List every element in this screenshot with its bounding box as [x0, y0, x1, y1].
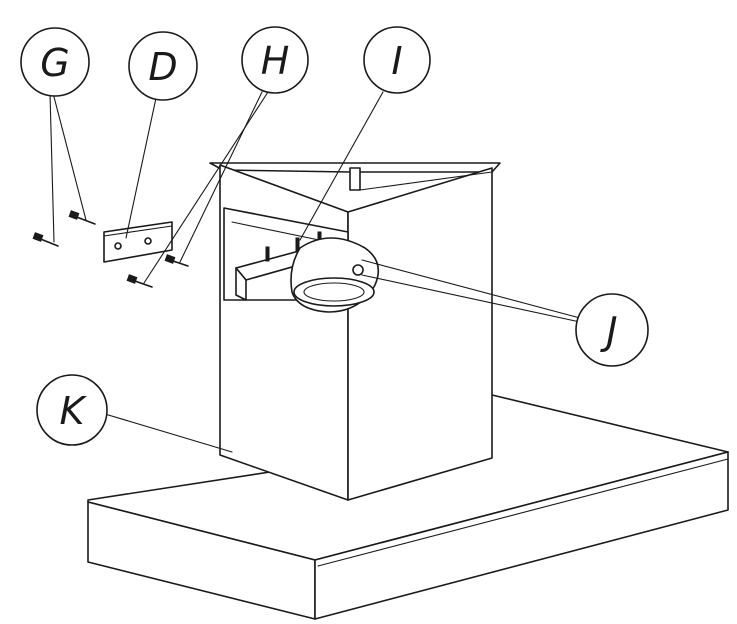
- bracket-d-hole-2: [144, 237, 152, 245]
- screw-g-2: [68, 210, 96, 225]
- canopy-side: [314, 451, 729, 620]
- callout-j: J: [575, 293, 649, 367]
- callout-d-label: D: [148, 45, 177, 89]
- leader-h-1: [179, 91, 263, 263]
- collar-screw-hole: [352, 264, 364, 276]
- callout-k-label: K: [60, 389, 88, 433]
- leader-g-2: [52, 92, 87, 221]
- wall-bracket-d: [103, 221, 173, 263]
- bracket-d-edge: [103, 225, 173, 237]
- callout-g-label: G: [40, 41, 69, 85]
- canopy-edge-line: [317, 458, 729, 567]
- chimney-cover: [209, 162, 501, 501]
- duct-bracket: [235, 231, 380, 313]
- leader-g-1: [49, 92, 55, 243]
- duct-collar-inner: [303, 282, 365, 302]
- plate-tab: [349, 167, 361, 191]
- screw-h-2: [126, 274, 153, 288]
- leader-d: [125, 97, 157, 239]
- callout-i: I: [363, 26, 431, 94]
- leader-lines: [49, 91, 581, 453]
- chimney-top-edge: [359, 171, 493, 191]
- leader-i: [299, 91, 384, 241]
- callout-h: H: [241, 26, 309, 94]
- callout-i-label: I: [391, 39, 402, 83]
- bracket-d-plate: [103, 221, 173, 263]
- chimney-right-face: [347, 167, 493, 501]
- callout-g: G: [20, 27, 90, 97]
- duct-collar-ring: [293, 277, 375, 307]
- leader-j-1: [361, 259, 581, 319]
- bracket-leg: [235, 267, 247, 301]
- screw-h-1: [164, 254, 189, 267]
- screw-g-1: [32, 232, 59, 247]
- leader-k: [104, 413, 233, 453]
- bracket-d-hole-1: [114, 242, 122, 250]
- leader-h-2: [143, 91, 269, 284]
- callout-d: D: [128, 31, 198, 101]
- bracket-slot-1: [265, 246, 270, 262]
- callout-k: K: [36, 374, 108, 446]
- leader-j-2: [361, 274, 581, 323]
- callout-h-label: H: [261, 39, 290, 83]
